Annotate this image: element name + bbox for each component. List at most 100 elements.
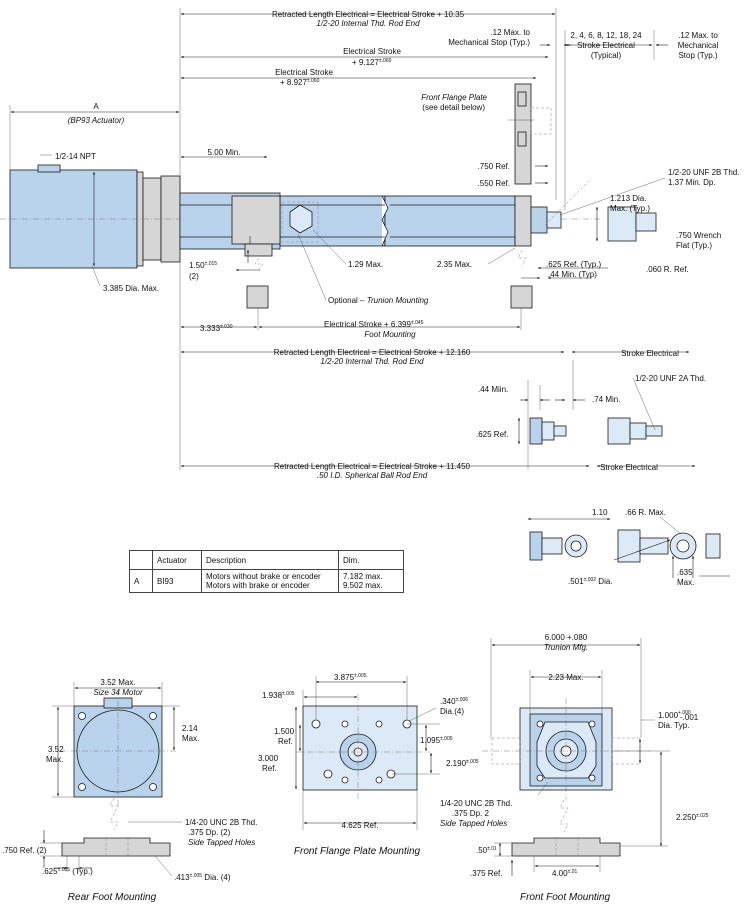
label-elec-stroke-b-val: + 8.927±.060	[280, 78, 320, 87]
label-ff-223: 2.23 Max.	[548, 673, 583, 682]
front-foot-mounting	[482, 638, 670, 876]
rear-foot-detail	[246, 285, 269, 309]
label-dim-a: A	[93, 102, 99, 111]
label-635-max: Max.	[677, 578, 694, 587]
rear-foot-mounting	[40, 682, 182, 877]
label-150: 1.50±.015	[189, 261, 217, 270]
rear-foot-bracket	[61, 837, 171, 857]
rod-end-detail	[607, 206, 637, 242]
label-ff-1000-tol: -.001	[680, 713, 699, 722]
label-3333: 3.333±.030	[200, 324, 233, 333]
label-ff-400: 4.00±.01	[552, 869, 577, 878]
front-foot-detail	[510, 285, 533, 309]
label-ff-50: .50±.01	[476, 846, 497, 855]
label-150-qty: (2)	[189, 272, 199, 281]
label-635: .635	[677, 568, 693, 577]
label-fp-340: .340±.006	[440, 697, 468, 706]
label-trunion: Optional – Trunion Mounting	[328, 296, 429, 305]
table-cell-dim: 7.182 max. 9.502 max.	[338, 569, 404, 593]
label-retracted-10-35: Retracted Length Electrical = Electrical…	[272, 10, 465, 19]
table-header-row: Actuator Description Dim.	[129, 550, 404, 570]
label-ff-thd: 1/4-20 UNC 2B Thd.	[440, 799, 512, 808]
threaded-rod-end-a	[529, 417, 543, 445]
front-flange-plate-mounting	[294, 676, 440, 830]
label-unf-2b: 1/2-20 UNF 2B Thd.	[668, 168, 739, 177]
label-wrench-flat-2: Flat (Typ.)	[676, 241, 712, 250]
label-mech-stop-left-1: .12 Max. to	[490, 28, 530, 37]
caption-front-foot: Front Foot Mounting	[520, 892, 610, 903]
label-mech-stop-right-2: Mechanical	[678, 41, 719, 50]
table-header: Actuator	[152, 550, 202, 570]
label-mech-stop-left-2: Mechanical Stop (Typ.)	[448, 38, 530, 47]
caption-rear-foot: Rear Foot Mounting	[68, 892, 157, 903]
ball-rod-end-a	[529, 531, 543, 561]
label-ff-375: .375 Ref.	[470, 869, 502, 878]
label-retracted-12160-sub: 1/2-20 Internal Thd. Rod End	[320, 357, 424, 366]
trunion-hex	[289, 204, 313, 234]
table-row: A BI93 Motors without brake or encoder M…	[129, 569, 404, 593]
flange-plate-labels: 3.875±.005 1.938±.005 .340±.006 Dia.(4) …	[258, 673, 479, 857]
label-ff-2250: 2.250±.025	[676, 813, 709, 822]
label-ff-trunion: Trunion Mfg.	[544, 643, 588, 652]
label-stroke-options-3: (Typical)	[591, 51, 622, 60]
front-foot-bracket	[511, 837, 621, 857]
label-stroke-elec-2: Stroke Electrical	[600, 463, 658, 472]
label-rf-thd-dp: .375 Dp. (2)	[188, 828, 231, 837]
label-750-ref: .750 Ref.	[478, 162, 510, 171]
rear-foot-labels: 3.52 Max. Size 34 Motor 3.52 Max. 2.14 M…	[2, 678, 257, 903]
label-rf-750-ref: .750 Ref. (2)	[2, 846, 47, 855]
actuator-spec-table: Actuator Description Dim. A BI93 Motors …	[129, 550, 404, 593]
label-ff-thd-dp: .375 Dp. 2	[452, 809, 489, 818]
label-elec-stroke-b: Electrical Stroke	[275, 68, 333, 77]
label-rf-side-tapped: Side Tapped Holes	[188, 838, 255, 847]
threaded-rod-end-b	[607, 417, 631, 445]
label-501-dia: .501±.002 Dia.	[568, 577, 613, 586]
label-stroke-elec-1: Stroke Electrical	[621, 349, 679, 358]
dim-line: 9.502 max.	[343, 581, 383, 590]
label-unf-2a: 1/2-20 UNF 2A Thd.	[635, 374, 706, 383]
label-fp-3875: 3.875±.005	[334, 673, 367, 682]
label-retracted-10-35-sub: 1/2-20 Internal Thd. Rod End	[316, 19, 420, 28]
table-header: Description	[201, 550, 339, 570]
front-foot-labels: 6.000 +.080 Trunion Mfg. 2.23 Max. 1.000…	[440, 633, 709, 903]
table-cell-actuator: BI93	[152, 569, 202, 593]
label-fp-4625: 4.625 Ref.	[342, 821, 379, 830]
label-rf-625: .625±.005 (Typ.)	[42, 867, 93, 876]
label-flange-plate-2: (see detail below)	[422, 103, 485, 112]
caption-flange-plate: Front Flange Plate Mounting	[294, 846, 421, 857]
label-ff-1000: 1.000+.000	[658, 710, 691, 720]
label-unf-2b-dp: 1.37 Min. Dp.	[668, 178, 716, 187]
label-rf-height-max: Max.	[46, 755, 63, 764]
label-1213-dia: 1.213 Dia.	[610, 194, 646, 203]
label-625-ref: .625 Ref. (Typ.)	[546, 260, 601, 269]
description-line: Motors without brake or encoder	[206, 572, 321, 581]
label-550-ref: .550 Ref.	[478, 179, 510, 188]
label-rf-214-max: Max.	[182, 734, 199, 743]
label-129-max: 1.29 Max.	[348, 260, 383, 269]
label-wrench-flat: .750 Wrench	[676, 231, 721, 240]
actuator-side-view	[0, 8, 730, 578]
label-rf-height: 3.52	[48, 745, 64, 754]
label-mech-stop-right-1: .12 Max. to	[678, 31, 718, 40]
label-44-miin: .44 Miin.	[478, 385, 508, 394]
label-retracted-11450: Retracted Length Electrical = Electrical…	[274, 462, 471, 471]
label-dim-a-sub: (BP93 Actuator)	[68, 116, 125, 125]
label-ff-side-tapped: Side Tapped Holes	[440, 819, 507, 828]
label-flange-plate: Front Flange Plate	[421, 93, 487, 102]
label-rf-width: 3.52 Max.	[100, 678, 135, 687]
label-rf-413: .413±.005 Dia. (4)	[174, 873, 231, 882]
motor-body	[9, 169, 138, 269]
label-44-min: .44 Min. (Typ)	[548, 270, 597, 279]
table-header	[129, 550, 153, 570]
label-fp-3000: 3.000	[258, 754, 279, 763]
label-retracted-12160: Retracted Length Electrical = Electrical…	[274, 348, 471, 357]
label-74-min: .74 Min.	[592, 395, 620, 404]
label-elec-stroke-a: Electrical Stroke	[343, 47, 401, 56]
label-fp-1500: 1.500	[274, 727, 295, 736]
label-rf-thd: 1/4-20 UNC 2B Thd.	[185, 818, 257, 827]
label-stroke-options: 2, 4, 6, 8, 12, 18, 24	[570, 31, 642, 40]
label-foot-mounting: Foot Mounting	[364, 330, 416, 339]
label-npt: 1/2-14 NPT	[55, 152, 96, 161]
table-header: Dim.	[338, 550, 404, 570]
